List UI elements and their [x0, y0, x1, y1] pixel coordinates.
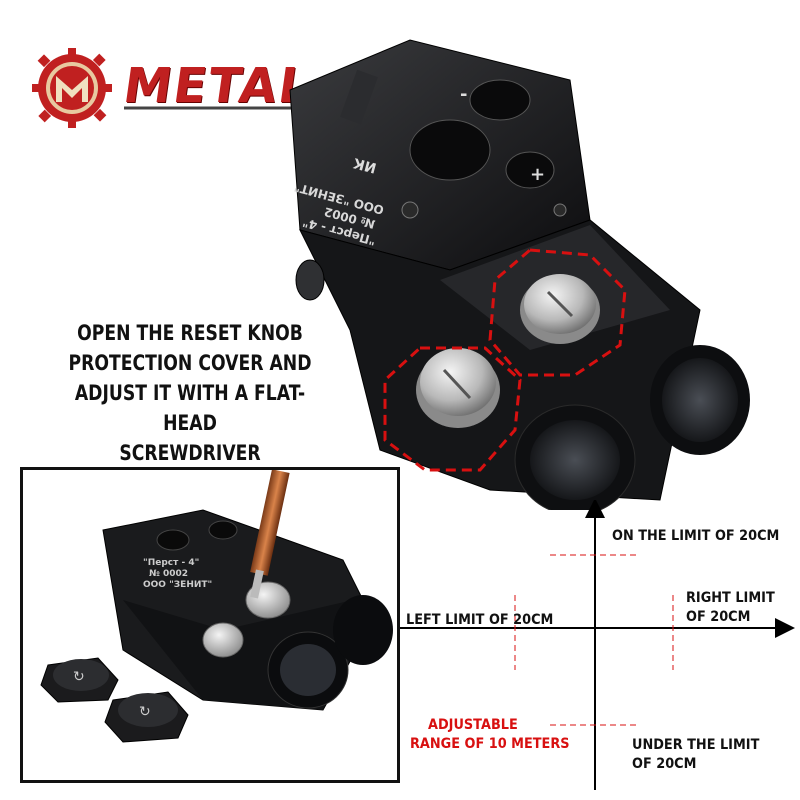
elevation-knob — [416, 348, 500, 428]
rotate-cap-icon-2: ↻ — [139, 703, 151, 719]
brand-logo — [32, 48, 324, 128]
label-adjustable-2: RANGE OF 10 METERS — [410, 736, 570, 752]
label-under-limit-1: UNDER THE LIMIT — [632, 737, 760, 753]
label-adjustable-1: ADJUSTABLE — [428, 717, 518, 733]
inset-engraving-maker: ООО "ЗЕНИТ" — [143, 580, 212, 590]
instruction-line-1: OPEN THE RESET KNOB — [77, 321, 303, 345]
instruction-line-4: SCREWDRIVER — [119, 441, 261, 465]
lens-left — [514, 404, 636, 510]
inset-device-photo: "Перст - 4" № 0002 ООО "ЗЕНИТ" ↻ ↻ — [40, 470, 393, 743]
label-left-limit: LEFT LIMIT OF 20CM — [406, 612, 554, 628]
protection-cap-1: ↻ — [40, 657, 119, 703]
protection-cap-2: ↻ — [104, 691, 189, 743]
highlight-windage — [488, 248, 627, 377]
inset-engraving-serial: № 0002 — [149, 569, 188, 579]
engraving-plus: + — [530, 164, 545, 185]
inset-engraving-model: "Перст - 4" — [143, 558, 199, 568]
highlight-elevation — [383, 346, 522, 472]
label-under-limit-2: OF 20CM — [632, 756, 697, 772]
instruction-text: OPEN THE RESET KNOB PROTECTION COVER AND… — [67, 318, 313, 468]
screwdriver — [250, 470, 290, 599]
engraving-minus: - — [460, 84, 467, 105]
instruction-line-2: PROTECTION COVER AND — [68, 351, 312, 375]
engraving-ik: ИК — [351, 154, 378, 176]
inset-photo-frame: "Перст - 4" № 0002 ООО "ЗЕНИТ" ↻ ↻ — [20, 467, 400, 783]
lens-right — [650, 345, 750, 455]
label-top-limit: ON THE LIMIT OF 20CM — [612, 528, 780, 544]
gear-emblem-icon — [32, 48, 112, 128]
adjustment-diagram — [400, 500, 795, 790]
instruction-line-3: ADJUST IT WITH A FLAT-HEAD — [74, 381, 306, 435]
laser-device-main-photo: "Перст - 4" № 0002 ООО "ЗЕНИТ" ИК + - — [289, 39, 750, 510]
rotate-cap-icon: ↻ — [73, 668, 85, 684]
label-right-limit-2: OF 20CM — [686, 609, 751, 625]
windage-knob — [520, 274, 600, 344]
label-right-limit-1: RIGHT LIMIT — [686, 590, 775, 606]
